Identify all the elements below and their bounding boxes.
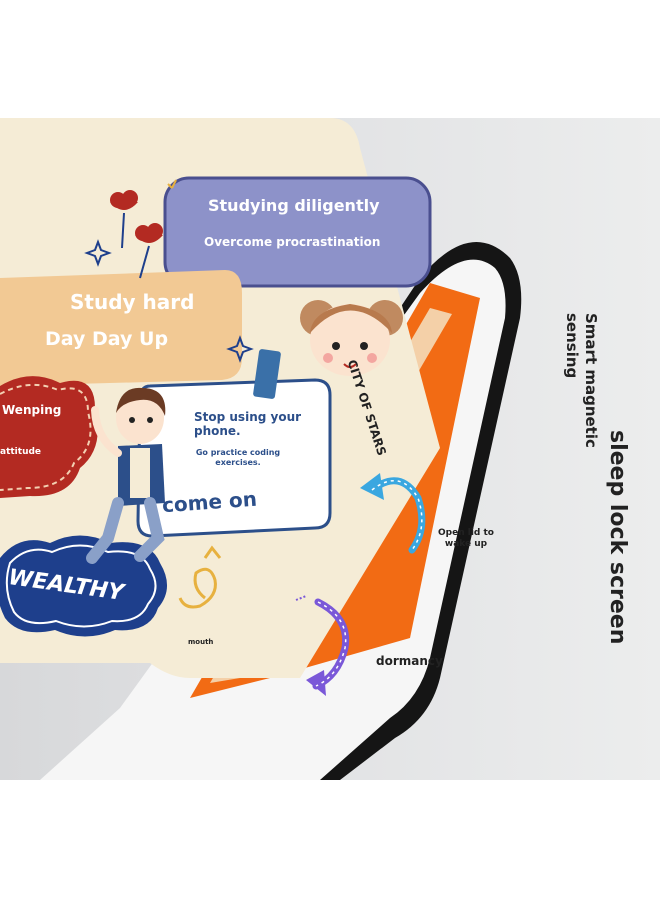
cover-text-stop-using-phone: Stop using your phone. <box>194 410 302 438</box>
swirl-doodle <box>178 567 217 609</box>
star-icon <box>84 239 112 267</box>
cover-text-day-day-up: Day Day Up <box>45 328 169 350</box>
label-sleep-lock-screen: sleep lock screen <box>605 430 630 645</box>
wealthy-badge <box>0 535 167 637</box>
photo-area: Studying diligently Overcome procrastina… <box>0 118 660 780</box>
sparkle-icon <box>167 179 177 189</box>
star-icon <box>226 335 254 363</box>
cover-text-study-hard: Study hard <box>70 290 195 314</box>
cover-text-go-practice: Go practice coding exercises. <box>195 448 281 467</box>
label-smart-magnetic-sensing: Smart magnetic sensing <box>563 313 600 448</box>
girl-character-icon <box>300 300 403 376</box>
cover-text-wenping: Wenping <box>2 403 62 417</box>
cover-text-attitude: attitude <box>0 447 42 457</box>
cover-text-overcome-procrastination: Overcome procrastination <box>204 235 381 249</box>
peach-box <box>0 270 242 386</box>
open-lid-arrow-icon <box>368 477 426 554</box>
red-cloud <box>0 376 98 498</box>
cover-text-studying-diligently: Studying diligently <box>208 196 380 215</box>
label-open-lid: Open lid to wake up <box>438 528 494 549</box>
label-dormancy: dormancy <box>376 654 443 668</box>
scene-graphics <box>0 118 522 780</box>
cover-text-mouth: mouth <box>188 638 214 646</box>
flower-icon <box>110 190 163 243</box>
lavender-box <box>163 176 432 288</box>
boy-character-icon <box>86 387 166 564</box>
tape <box>253 349 281 399</box>
